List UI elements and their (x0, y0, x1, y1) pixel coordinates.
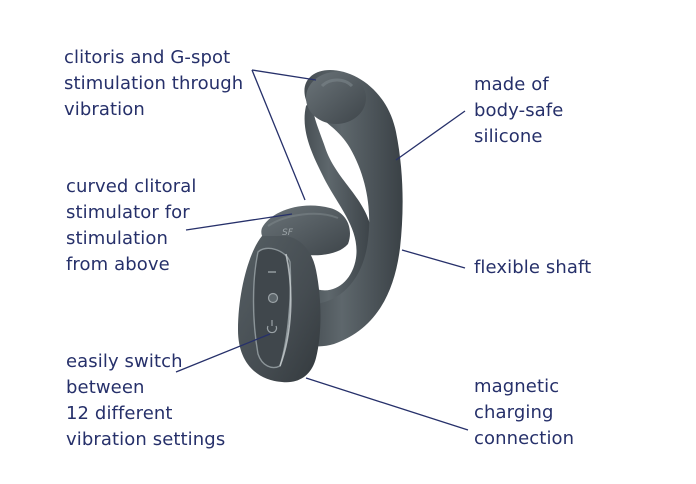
power-button-icon[interactable] (266, 320, 278, 334)
leader-line-gspot-bulb (251, 69, 317, 81)
leader-line-curved (185, 213, 293, 231)
leader-line-shaft (401, 249, 466, 269)
callout-vibration-settings: easily switch between 12 different vibra… (66, 351, 226, 450)
brand-mark: SF (282, 228, 294, 238)
leader-line-magnetic (305, 377, 469, 431)
callout-flexible-shaft: flexible shaft (474, 257, 592, 278)
leader-lines (175, 69, 469, 431)
leader-line-switch (175, 333, 271, 373)
callout-gspot-stimulation: clitoris and G-spot stimulation through … (64, 47, 244, 120)
leader-line-gspot-clitoral (251, 69, 306, 201)
callout-body-safe-silicone: made of body-safe silicone (474, 74, 564, 147)
g-spot-arm (292, 70, 403, 347)
handle-body (238, 236, 321, 383)
leader-line-silicone (395, 110, 466, 161)
callout-curved-stimulator: curved clitoral stimulator for stimulati… (66, 176, 197, 275)
mode-button-icon[interactable] (267, 292, 279, 304)
callout-magnetic-charging: magnetic charging connection (474, 376, 575, 449)
